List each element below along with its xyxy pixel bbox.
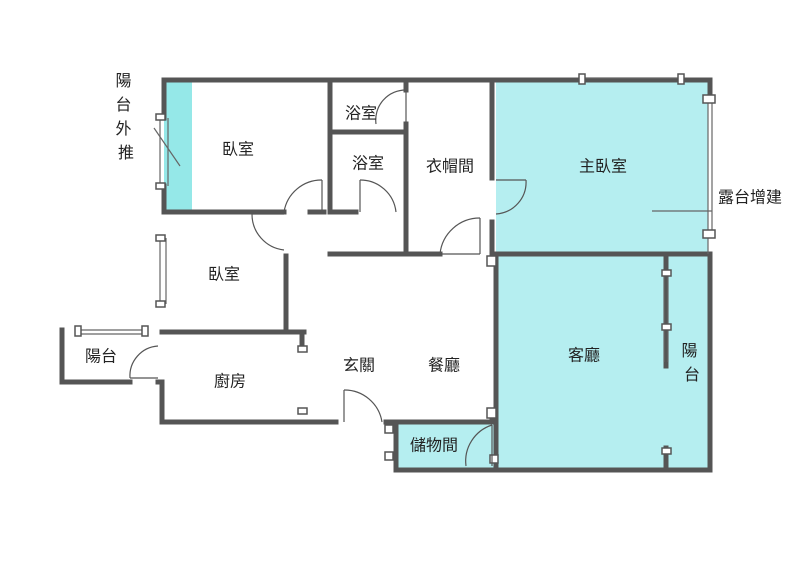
room-label-bedroom-top: 臥室 <box>222 140 254 159</box>
doors <box>129 89 527 467</box>
room-label-dining: 餐廳 <box>428 356 460 375</box>
window-lines <box>78 77 713 362</box>
balcony-push-out-area <box>164 82 192 212</box>
room-label-bath-upper: 浴室 <box>345 104 377 123</box>
room-label-bath-lower: 浴室 <box>352 154 384 173</box>
room-label-living: 客廳 <box>568 346 600 365</box>
annotation-terrace-extension: 露台增建 <box>718 188 782 207</box>
interior-walls <box>159 77 711 473</box>
room-label-balcony-small: 陽台 <box>85 347 117 366</box>
living-room-area <box>496 254 708 470</box>
room-label-entrance: 玄關 <box>343 356 375 375</box>
annotation-balcony-push-out: 陽 台 外 推 <box>115 71 136 162</box>
room-label-bedroom-mid: 臥室 <box>208 265 240 284</box>
room-label-balcony-right: 陽 台 <box>681 341 702 384</box>
window-posts <box>74 73 716 464</box>
balcony-leader-line <box>153 127 181 167</box>
master-bedroom-area <box>496 82 708 254</box>
room-label-master-bedroom: 主臥室 <box>579 157 627 176</box>
exterior-walls <box>59 77 713 473</box>
storage-area <box>396 422 496 470</box>
room-label-wardrobe: 衣帽間 <box>426 157 474 176</box>
room-label-storage: 儲物間 <box>410 436 458 455</box>
room-label-kitchen: 廚房 <box>214 372 246 391</box>
